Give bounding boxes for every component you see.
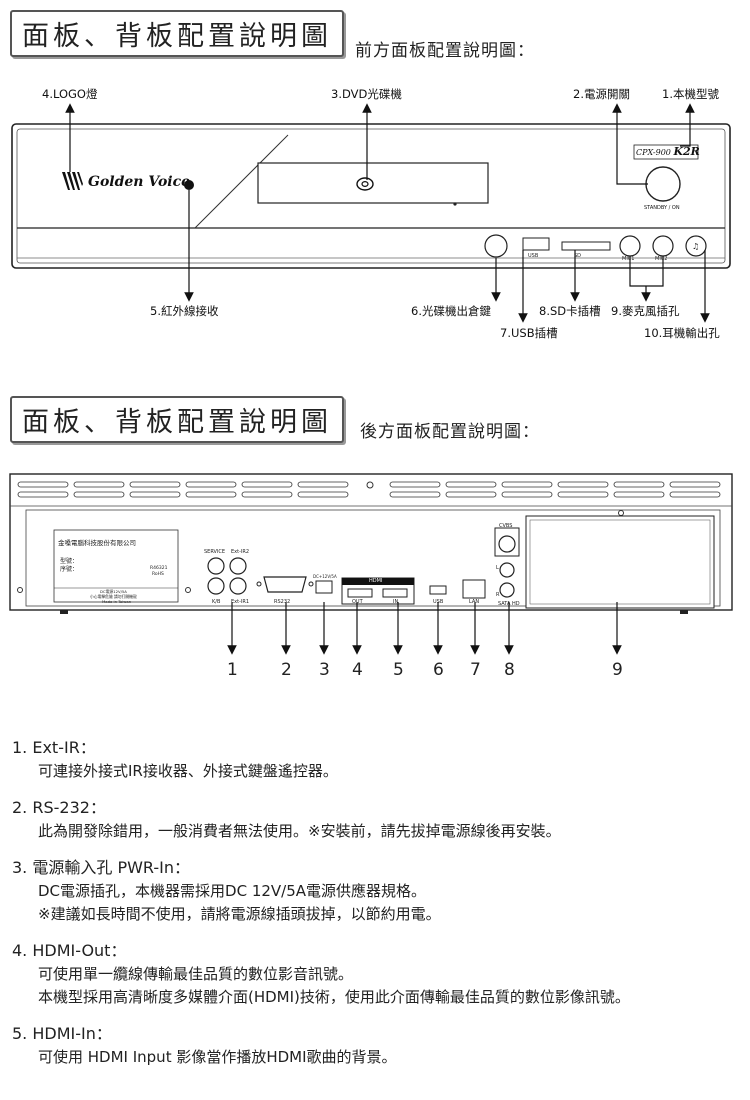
label-dvd-drive: 3.DVD光碟機 [331,87,402,101]
port-description-list: 1. Ext-IR： 可連接外接式IR接收器、外接式鍵盤遙控器。 2. RS-2… [12,736,742,1082]
port-label-service: SERVICE [204,549,226,555]
item-heading: 5. HDMI-In： [12,1024,112,1043]
rear-number-6: 6 [433,660,444,680]
item-heading: 2. RS-232： [12,798,106,817]
list-item: 1. Ext-IR： 可連接外接式IR接收器、外接式鍵盤遙控器。 [12,736,742,783]
rear-number-5: 5 [393,660,404,680]
port-label-cvbs: CVBS [499,523,513,529]
port-label-usb: USB [433,599,444,605]
front-panel-diagram [11,103,731,323]
label-sd-slot: 8.SD卡插槽 [539,304,601,318]
port-label-extir1: Ext-IR1 [231,599,250,605]
standby-label: STANDBY / ON [644,205,680,211]
rear-section-subtitle: 後方面板配置說明圖： [360,422,540,442]
port-label-dc: DC+12V/5A [313,574,337,579]
label-mic-jack: 9.麥克風插孔 [611,304,680,318]
rear-number-2: 2 [281,660,292,680]
front-usb-label: USB [528,253,539,259]
front-mic1-label: MIC1 [622,256,635,262]
brand-logo-icon [62,172,86,190]
model-prefix: CPX-900 [636,148,671,157]
brand-name: Golden Voice [88,174,191,190]
port-label-sata: SATA HD [498,601,520,607]
rear-number-9: 9 [612,660,623,680]
model-suffix: K2R [673,145,700,158]
front-section-subtitle: 前方面板配置說明圖： [355,41,535,61]
sticker-warning: 小心電擊危險 請勿打開機殼 [90,594,137,599]
rear-section-title: 面板、背板配置說明圖 [10,396,344,443]
dvd-disc-icon [356,176,374,191]
model-badge: CPX-900 K2R [636,145,700,158]
port-label-l: L [496,565,499,571]
sticker-cert: R46321 [150,566,168,571]
label-usb-slot: 7.USB插槽 [500,326,558,340]
sticker-rohs: RoHS [152,572,164,577]
sticker-serial: 序號： [60,566,79,573]
rear-number-7: 7 [470,660,481,680]
port-label-rs232: RS232 [274,599,291,605]
label-eject-button: 6.光碟機出倉鍵 [411,304,491,318]
sticker-made: Made in Taiwan [102,599,132,604]
label-logo-light: 4.LOGO燈 [42,87,98,101]
item-heading: 4. HDMI-Out： [12,941,127,960]
label-ir-receiver: 5.紅外線接收 [150,304,219,318]
item-text: 可連接外接式IR接收器、外接式鍵盤遙控器。 [38,762,338,780]
front-section-title: 面板、背板配置說明圖 [10,10,344,57]
item-text: 可使用 HDMI Input 影像當作播放HDMI歌曲的背景。 [38,1048,397,1066]
rear-number-8: 8 [504,660,515,680]
item-text: 此為開發除錯用，一般消費者無法使用。※安裝前，請先拔掉電源線後再安裝。 [38,822,561,840]
item-heading: 3. 電源輸入孔 PWR-In： [12,858,191,877]
list-item: 2. RS-232： 此為開發除錯用，一般消費者無法使用。※安裝前，請先拔掉電源… [12,796,742,843]
port-label-hdmi: HDMI [369,578,383,584]
item-text: 本機型採用高清晰度多媒體介面(HDMI)技術，使用此介面傳輸最佳品質的數位影像訊… [38,988,630,1006]
item-text: DC電源插孔，本機器需採用DC 12V/5A電源供應器規格。 [38,882,427,900]
rear-panel-diagram [9,473,733,655]
label-power-switch: 2.電源開關 [573,87,630,101]
item-heading: 1. Ext-IR： [12,738,96,757]
port-label-lan: LAN [469,599,480,605]
item-text: 可使用單一纜線傳輸最佳品質的數位影音訊號。 [38,965,354,983]
list-item: 4. HDMI-Out： 可使用單一纜線傳輸最佳品質的數位影音訊號。 本機型採用… [12,939,742,1009]
sticker-power: DC電源12V/5A [100,589,127,594]
front-mic2-label: MIC2 [655,256,668,262]
port-label-hdmi-in: IN [393,599,399,605]
port-label-extir2: Ext-IR2 [231,549,250,555]
rear-number-4: 4 [352,660,363,680]
sticker-company: 金嗓電腦科技股份有限公司 [58,539,136,547]
label-headphone-jack: 10.耳機輸出孔 [644,326,720,340]
rear-number-1: 1 [227,660,238,680]
sticker-model: 型號： [60,558,79,565]
list-item: 3. 電源輸入孔 PWR-In： DC電源插孔，本機器需採用DC 12V/5A電… [12,856,742,926]
item-text: ※建議如長時間不使用，請將電源線插頭拔掉，以節約用電。 [38,905,441,923]
list-item: 5. HDMI-In： 可使用 HDMI Input 影像當作播放HDMI歌曲的… [12,1022,742,1069]
port-label-kb: K/B [212,599,221,605]
port-label-hdmi-out: OUT [352,599,363,605]
rear-number-3: 3 [319,660,330,680]
headphone-icon: ♫ [692,242,700,251]
front-sd-label: SD [574,253,582,259]
port-label-r: R [496,592,500,598]
label-model-number: 1.本機型號 [662,87,719,101]
